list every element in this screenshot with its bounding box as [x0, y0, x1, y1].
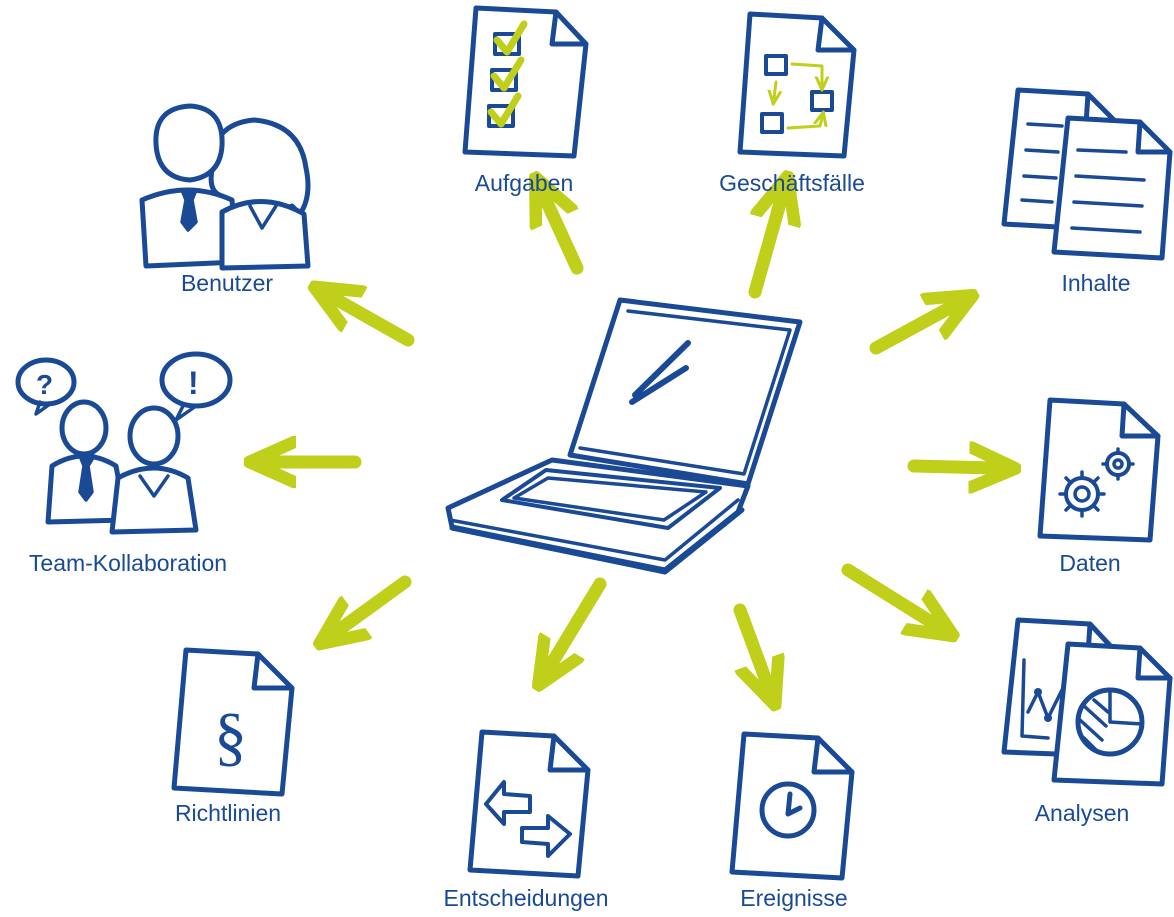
arrow-to-geschaeftsfaelle — [748, 196, 782, 299]
arrow-to-daten — [907, 466, 995, 468]
label-benutzer: Benutzer — [181, 270, 273, 296]
label-aufgaben: Aufgaben — [475, 170, 573, 196]
arrow-to-analysen — [841, 563, 936, 625]
svg-text:?: ? — [36, 369, 53, 400]
arrows-document-icon — [467, 729, 591, 879]
arrow-to-inhalte — [869, 305, 955, 355]
connector-arrows — [270, 196, 995, 686]
users-icon — [139, 103, 311, 271]
label-inhalte: Inhalte — [1061, 270, 1130, 296]
laptop-icon — [445, 297, 803, 575]
svg-text:§: § — [214, 700, 247, 773]
label-ereignisse: Ereignisse — [740, 885, 847, 911]
arrow-to-entscheidungen — [549, 577, 607, 668]
clock-document-icon — [729, 731, 855, 881]
label-team: Team-Kollaboration — [29, 550, 227, 576]
node-labels: Aufgaben Geschäftsfälle Inhalte Daten An… — [29, 170, 1131, 911]
arrow-to-ereignisse — [733, 603, 768, 686]
label-entscheidungen: Entscheidungen — [444, 885, 609, 911]
team-speech-icon: ? ! — [15, 351, 233, 535]
arrow-to-richtlinien — [336, 575, 412, 632]
text-documents-icon — [1001, 87, 1173, 261]
arrow-to-benutzer — [332, 297, 415, 347]
gears-document-icon — [1037, 397, 1161, 543]
label-daten: Daten — [1059, 550, 1120, 576]
paragraph-document-icon: § — [171, 647, 295, 797]
process-document-icon — [737, 11, 857, 159]
checklist-document-icon — [462, 5, 589, 159]
label-analysen: Analysen — [1035, 800, 1130, 826]
chart-documents-icon — [1001, 617, 1173, 787]
svg-text:!: ! — [188, 365, 199, 401]
arrow-to-aufgaben — [544, 196, 584, 275]
label-geschaeftsfaelle: Geschäftsfälle — [719, 170, 865, 196]
label-richtlinien: Richtlinien — [175, 800, 281, 826]
